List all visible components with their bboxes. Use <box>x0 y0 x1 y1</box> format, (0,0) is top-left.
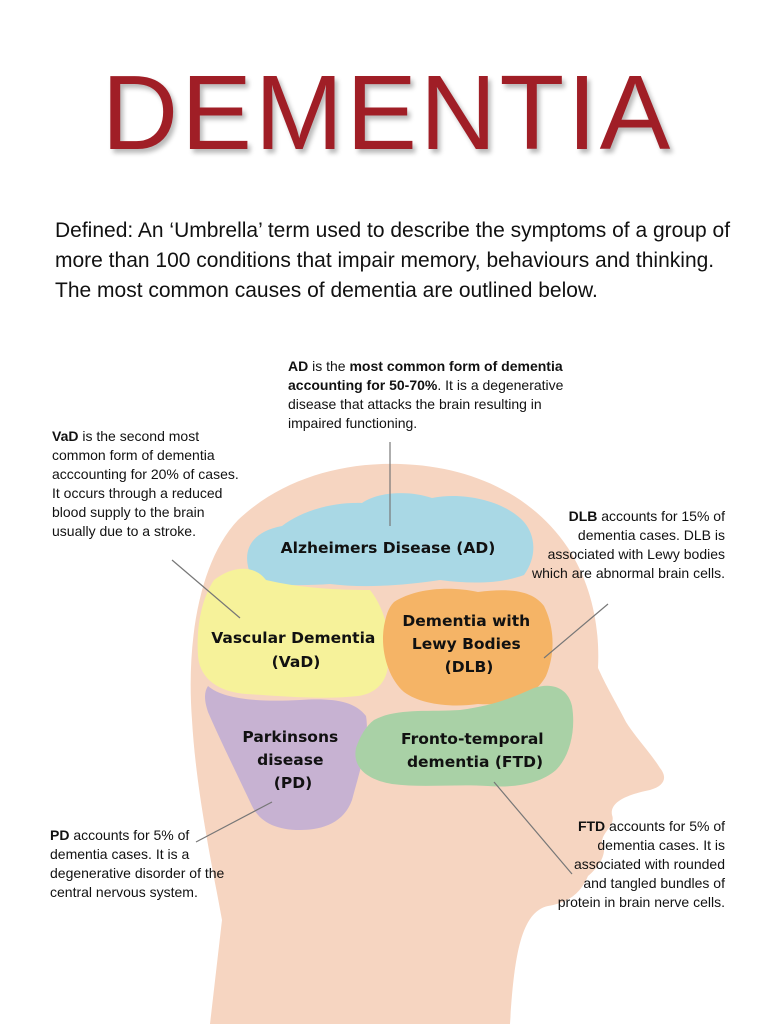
page-title: DEMENTIA <box>101 54 674 172</box>
dlb-note: DLB accounts for 15% of dementia cases. … <box>532 508 725 581</box>
alzheimers-label: Alzheimers Disease (AD) <box>281 539 496 557</box>
dlb-leader-line <box>543 603 609 659</box>
lewy-bodies-region <box>382 588 553 706</box>
vad-leader-line <box>171 559 241 619</box>
alzheimers-region <box>247 493 534 587</box>
vascular-region <box>197 568 390 698</box>
ftd-leader-line <box>493 781 573 875</box>
lewy-bodies-label: Dementia with Lewy Bodies (DLB) <box>402 612 535 676</box>
vad-note: VaD is the second most common form of de… <box>52 428 239 539</box>
ad-note: AD is the most common form of dementia a… <box>288 358 564 431</box>
ftd-note: FTD accounts for 5% of dementia cases. I… <box>557 818 725 910</box>
frontotemporal-region <box>355 685 574 787</box>
parkinsons-label: Parkinsons disease (PD) <box>242 728 343 792</box>
frontotemporal-label: Fronto-temporal dementia (FTD) <box>401 730 549 771</box>
pd-note: PD accounts for 5% of dementia cases. It… <box>50 827 225 900</box>
parkinsons-region <box>205 686 367 830</box>
definition-text: Defined: An ‘Umbrella’ term used to desc… <box>55 219 731 302</box>
vascular-label: Vascular Dementia (VaD) <box>211 629 381 671</box>
pd-leader-line <box>195 801 273 843</box>
